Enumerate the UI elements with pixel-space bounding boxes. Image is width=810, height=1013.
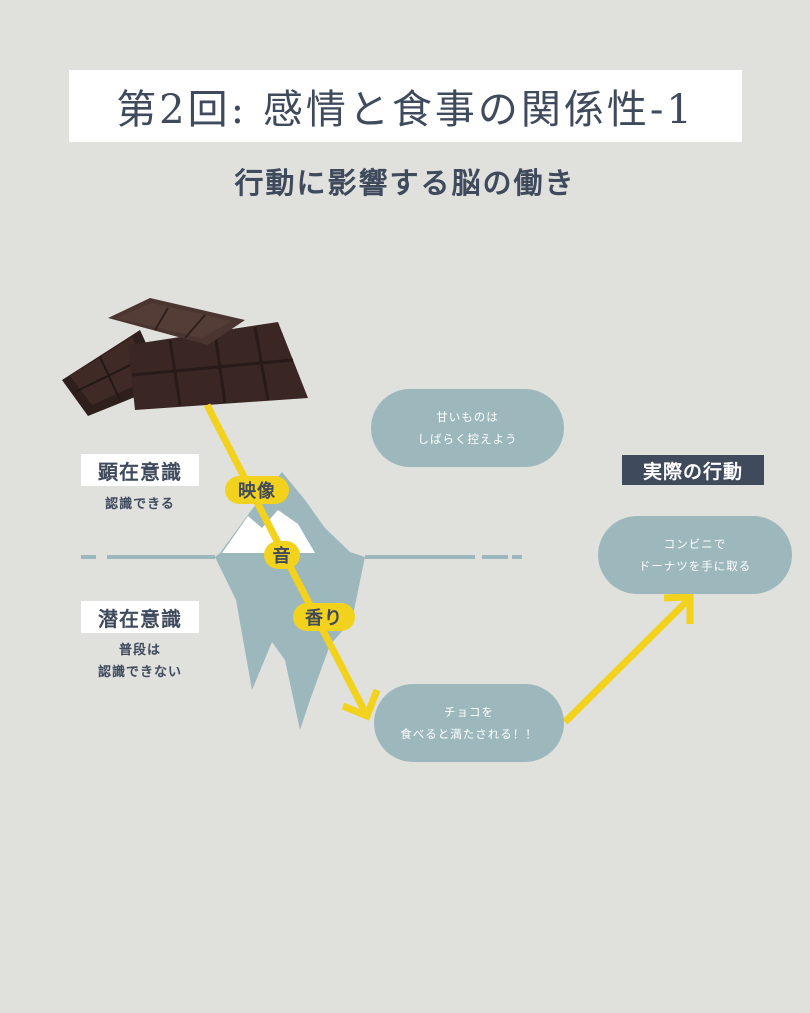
sense-tag-sound: 音 bbox=[264, 541, 300, 569]
restraint-line2: しばらく控えよう bbox=[417, 432, 518, 446]
subconscious-desc: 普段は 認識できない bbox=[70, 640, 210, 684]
sense-tag-smell: 香り bbox=[293, 603, 355, 631]
iceberg-illustration bbox=[215, 472, 365, 730]
satisfaction-line2: 食べると満たされる！！ bbox=[400, 727, 538, 741]
action-line2: ドーナツを手に取る bbox=[638, 559, 752, 573]
restraint-line1: 甘いものは bbox=[436, 410, 499, 424]
action-line1: コンビニで bbox=[663, 537, 727, 551]
action-arrow bbox=[562, 593, 694, 725]
page-title: 第2回: 感情と食事の関係性-1 bbox=[116, 87, 695, 133]
conscious-label: 顕在意識 bbox=[81, 454, 199, 486]
title-banner: 第2回: 感情と食事の関係性-1 bbox=[69, 70, 742, 142]
action-bubble: コンビニで ドーナツを手に取る bbox=[598, 516, 792, 594]
conscious-desc: 認識できる bbox=[105, 497, 175, 512]
subconscious-desc-line1: 普段は bbox=[118, 643, 161, 658]
subconscious-desc-line2: 認識できない bbox=[97, 665, 182, 680]
sense-tag-visual: 映像 bbox=[225, 476, 289, 504]
chocolate-bar-image bbox=[62, 298, 308, 416]
page-subtitle: 行動に影響する脳の働き bbox=[234, 166, 576, 200]
satisfaction-line1: チョコを bbox=[444, 705, 494, 719]
restraint-thought-bubble: 甘いものは しばらく控えよう bbox=[371, 389, 564, 467]
satisfaction-thought-bubble: チョコを 食べると満たされる！！ bbox=[374, 684, 564, 762]
actual-action-label: 実際の行動 bbox=[622, 455, 764, 485]
subconscious-label: 潜在意識 bbox=[81, 601, 199, 633]
